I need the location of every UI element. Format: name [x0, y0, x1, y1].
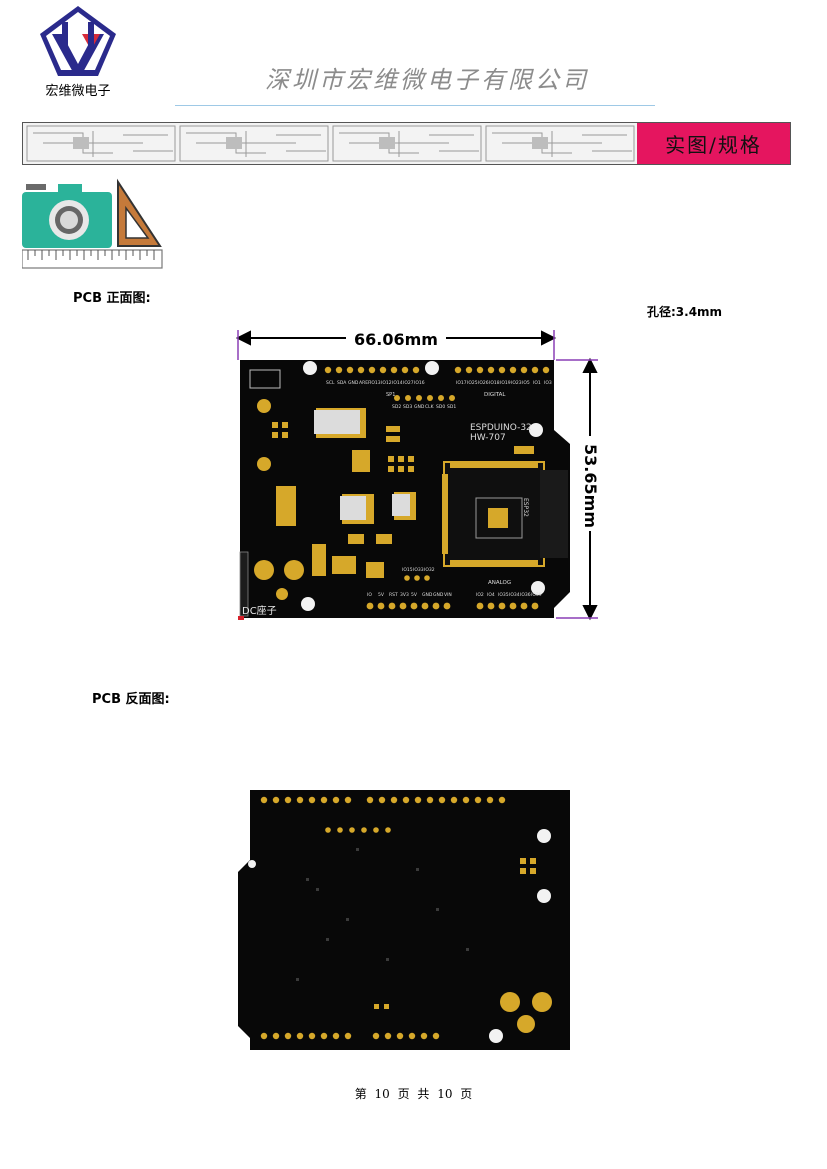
circuit-pattern-icon	[23, 123, 637, 164]
pin-label: RST	[389, 592, 398, 598]
page-footer: 第 10 页 共 10 页	[354, 1087, 473, 1101]
pin-label: IO32	[424, 567, 435, 573]
company-logo: 宏维微电子	[38, 4, 118, 99]
pin-label: GND	[348, 380, 359, 386]
pin-label: IO25	[467, 380, 478, 386]
pin-label: IO17	[456, 380, 467, 386]
pin-label: IO33	[413, 567, 424, 573]
pin-label: IO15	[402, 567, 413, 573]
header-divider	[175, 105, 655, 106]
pin-label: 3V3	[400, 592, 409, 598]
front-view-label: PCB 正面图:	[73, 291, 151, 306]
pin-label: GND	[433, 592, 444, 598]
pin-label: IO36	[520, 592, 531, 598]
pin-label: IO19	[500, 380, 511, 386]
pin-label: IO14	[392, 380, 403, 386]
hole-diameter-label: 孔径:3.4mm	[647, 305, 723, 319]
pin-label: SD3	[403, 404, 412, 410]
pin-label: IO18	[489, 380, 500, 386]
pin-label: IO35	[498, 592, 509, 598]
pin-label: CLK	[425, 404, 435, 410]
pin-label: SD0	[436, 404, 445, 410]
pin-label: IO16	[414, 380, 425, 386]
pin-label: IO2	[476, 592, 484, 598]
pin-label: GND	[422, 592, 433, 598]
digital-label: DIGITAL	[484, 392, 506, 398]
hv-logo-icon	[40, 6, 116, 76]
pin-label: VIN	[444, 592, 452, 598]
banner-tag: 实图/规格	[637, 123, 790, 164]
pin-label: SDA	[337, 380, 347, 386]
pin-label: SD1	[447, 404, 456, 410]
pin-label: GND	[414, 404, 425, 410]
spi-label: SP1	[386, 392, 395, 398]
pin-label: IO39	[531, 592, 542, 598]
pin-label: SCL	[326, 380, 335, 386]
pin-label: IO13	[370, 380, 381, 386]
pin-label: IO3	[544, 380, 552, 386]
pcb-front-image: 66.06mm 53.65mm SCL SDA GND AREF IO13 IO…	[236, 330, 600, 621]
board-name: ESPDUINO-32	[470, 423, 532, 433]
pin-label: 5V	[378, 592, 385, 598]
board-model: HW-707	[470, 433, 506, 443]
section-banner: 实图/规格	[22, 122, 791, 165]
pin-label: IO12	[381, 380, 392, 386]
width-dimension: 66.06mm	[354, 330, 438, 349]
pin-label: 5V	[411, 592, 418, 598]
logo-caption: 宏维微电子	[45, 84, 111, 99]
pin-label: AREF	[359, 380, 371, 386]
pin-label: IO1	[533, 380, 541, 386]
camera-ruler-icon	[22, 178, 163, 269]
company-name: 深圳市宏维微电子有限公司	[265, 66, 589, 94]
height-dimension: 53.65mm	[581, 444, 600, 528]
pin-label: IO27	[403, 380, 414, 386]
pin-label: IO26	[478, 380, 489, 386]
pin-label: SD2	[392, 404, 401, 410]
pin-label: IO	[367, 592, 372, 598]
pin-label: IO34	[509, 592, 520, 598]
back-view-label: PCB 反面图:	[92, 692, 170, 707]
module-label: ESP32	[522, 498, 529, 517]
pcb-back-image	[236, 788, 572, 1052]
pin-label: IO4	[487, 592, 495, 598]
pin-label: IO5	[522, 380, 530, 386]
dc-label: DC座子	[242, 604, 277, 617]
analog-label: ANALOG	[488, 580, 511, 586]
pin-label: IO23	[511, 380, 522, 386]
